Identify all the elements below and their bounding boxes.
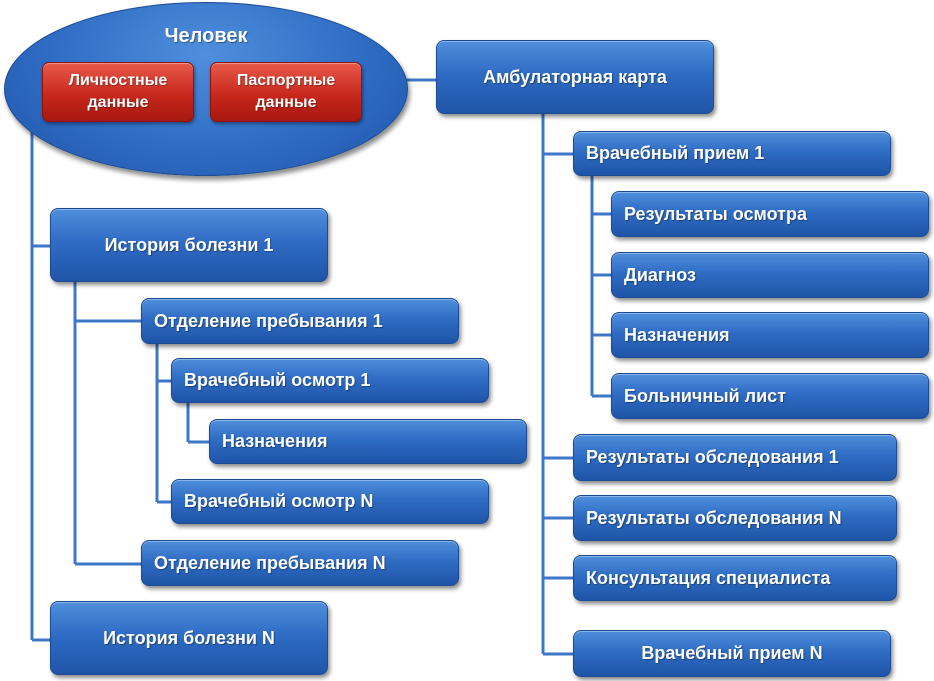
test-results-n-box: Результаты обследования N (573, 495, 897, 541)
history-n-box: История болезни N (50, 601, 328, 675)
department-1-box: Отделение пребывания 1 (141, 298, 459, 344)
outpatient-card-box: Амбулаторная карта (436, 40, 714, 114)
diagnosis-box: Диагноз (611, 252, 929, 298)
passport-data-line1: Паспортные (236, 72, 336, 89)
personal-data-line1: Личностные (68, 72, 168, 89)
passport-data-box: Паспортные данные (210, 62, 362, 122)
prescriptions-right-box: Назначения (611, 312, 929, 358)
personal-data-line2: данные (87, 94, 149, 111)
sick-leave-box: Больничный лист (611, 373, 929, 419)
department-n-box: Отделение пребывания N (141, 540, 459, 586)
personal-data-box: Личностные данные (42, 62, 194, 122)
exam-results-box: Результаты осмотра (611, 191, 929, 237)
exam-1-box: Врачебный осмотр 1 (171, 358, 489, 403)
person-title: Человек (164, 25, 248, 47)
prescriptions-left-box: Назначения (209, 419, 527, 464)
passport-data-line2: данные (255, 94, 317, 111)
exam-n-box: Врачебный осмотр N (171, 479, 489, 524)
specialist-consultation-box: Консультация специалиста (573, 555, 897, 601)
appointment-n-box: Врачебный прием N (573, 630, 891, 677)
appointment-1-box: Врачебный прием 1 (573, 131, 891, 176)
test-results-1-box: Результаты обследования 1 (573, 434, 897, 481)
history-1-box: История болезни 1 (50, 208, 328, 282)
